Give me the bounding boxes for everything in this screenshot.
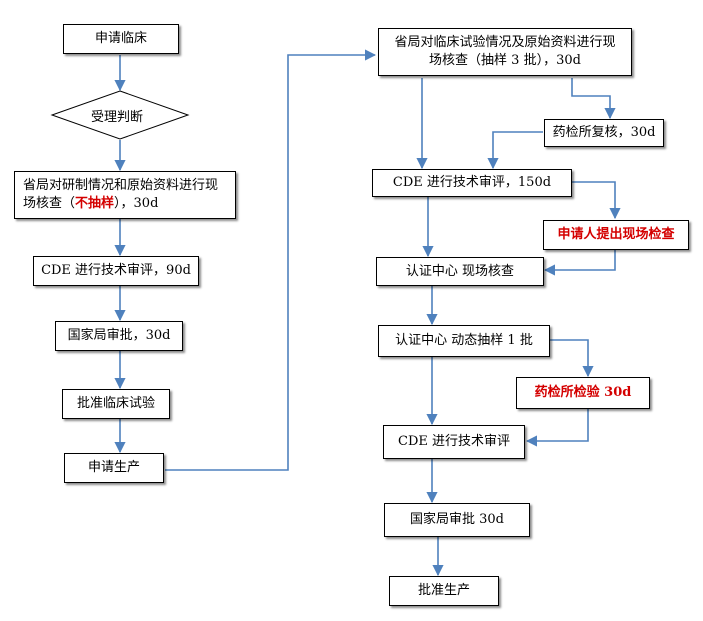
prov-check-2-line2: 场核查（抽样 3 批），30d — [429, 53, 581, 68]
node-approve-clinical-trial: 批准临床试验 — [62, 389, 170, 419]
node-cde-review-2: CDE 进行技术审评，150d — [372, 169, 572, 197]
node-provincial-check-2: 省局对临床试验情况及原始资料进行现 场核查（抽样 3 批），30d — [378, 28, 632, 76]
node-provincial-check-1: 省局对研制情况和原始资料进行现 场核查（不抽样），30d — [14, 171, 236, 219]
arrow-cde2-to-applicant — [572, 181, 621, 220]
node-nmpa-approval-1: 国家局审批，30d — [55, 321, 183, 351]
prov-check-1-line1: 省局对研制情况和原始资料进行现 — [23, 178, 219, 193]
node-cde-review-3: CDE 进行技术审评 — [383, 425, 525, 459]
node-lab-test: 药检所检验 30d — [516, 377, 650, 409]
arrow-lab-to-cde2 — [487, 131, 543, 170]
arrow-labtest-to-cde3 — [525, 408, 589, 447]
node-nmpa-approval-2: 国家局审批 30d — [384, 503, 530, 537]
arrow-applicant-to-cert — [543, 248, 616, 276]
node-cde-review-1: CDE 进行技术审评，90d — [33, 256, 199, 286]
node-applicant-request-onsite: 申请人提出现场检查 — [543, 220, 689, 250]
arrow-sampling-to-labtest — [550, 339, 594, 378]
acceptance-diamond — [50, 90, 190, 140]
node-cert-center-sampling: 认证中心 动态抽样 1 批 — [378, 325, 550, 357]
node-lab-recheck: 药检所复核，30d — [544, 119, 664, 147]
no-sampling-highlight: 不抽样 — [75, 196, 115, 211]
prov-check-2-line1: 省局对临床试验情况及原始资料进行现 — [394, 35, 616, 50]
node-apply-production: 申请生产 — [64, 453, 164, 483]
node-cert-center-onsite: 认证中心 现场核查 — [376, 257, 544, 286]
prov-check-1-line2: 场核查（不抽样），30d — [23, 196, 159, 211]
node-acceptance-label: 受理判断 — [91, 110, 144, 125]
arrow-prov2-to-lab — [571, 78, 616, 120]
arrow-apply-prod-to-prov2 — [165, 49, 377, 471]
node-apply-clinical: 申请临床 — [63, 24, 179, 54]
node-approve-production: 批准生产 — [389, 576, 499, 606]
